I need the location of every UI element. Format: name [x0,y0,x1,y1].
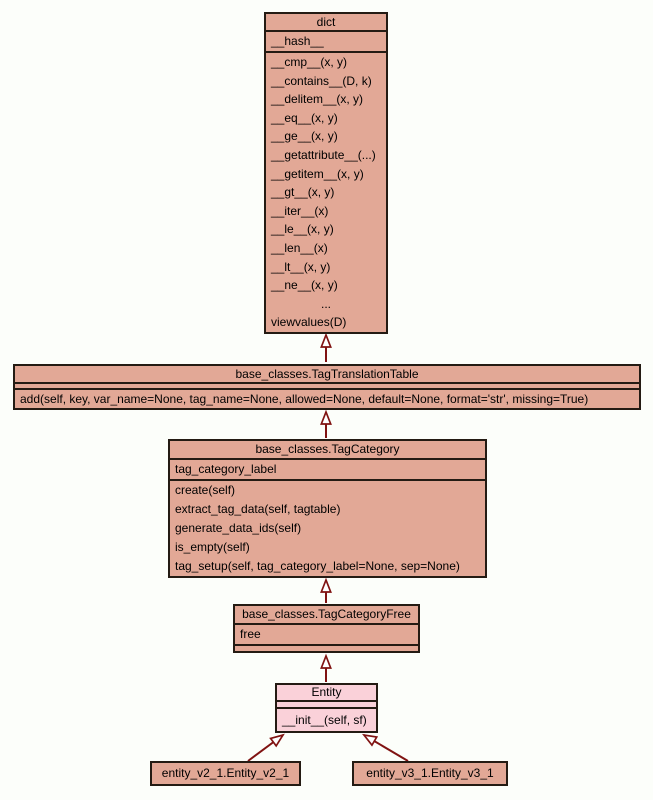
method-row: tag_setup(self, tag_category_label=None,… [175,559,460,573]
method-row: __eq__(x, y) [271,110,338,125]
methods-compartment: __init__(self, sf) [277,707,376,731]
attributes-compartment-empty [277,700,376,707]
class-box-tag-translation-table: base_classes.TagTranslationTable add(sel… [13,364,641,410]
method-row: __ge__(x, y) [271,129,338,144]
method-row: is_empty(self) [175,540,250,554]
methods-compartment: add(self, key, var_name=None, tag_name=N… [15,388,639,408]
attribute-row: free [240,627,261,641]
method-row: __getitem__(x, y) [271,166,364,181]
attributes-compartment: tag_category_label [170,458,485,479]
method-row: __delitem__(x, y) [271,92,364,107]
method-row: __gt__(x, y) [271,185,335,200]
methods-compartment-empty [235,644,418,651]
class-box-tag-category-free: base_classes.TagCategoryFree free [233,604,420,653]
class-title: entity_v3_1.Entity_v3_1 [366,766,494,780]
methods-compartment: create(self) extract_tag_data(self, tagt… [170,479,485,576]
class-title: base_classes.TagCategoryFree [242,607,411,621]
method-row: __ne__(x, y) [271,278,338,293]
class-title: entity_v2_1.Entity_v2_1 [161,766,290,780]
class-title: dict [316,15,336,29]
inheritance-edge-v3-to-entity [361,733,409,762]
attribute-row: tag_category_label [175,462,277,476]
ellipsis-row: ... [320,296,331,311]
attributes-compartment-empty [15,382,639,388]
class-title: base_classes.TagTranslationTable [235,367,419,381]
attribute-row: __hash__ [271,34,324,48]
method-row: __contains__(D, k) [271,73,372,88]
methods-compartment: __cmp__(x, y) __contains__(D, k) __delit… [266,51,386,332]
method-row: __init__(self, sf) [282,713,367,727]
method-row: viewvalues(D) [271,315,347,330]
method-row: __iter__(x) [271,203,329,218]
method-row: __getattribute__(...) [271,147,376,162]
class-box-entity-v3-1: entity_v3_1.Entity_v3_1 [352,761,508,786]
class-box-tag-category: base_classes.TagCategory tag_category_la… [168,439,487,578]
class-title: base_classes.TagCategory [255,442,400,456]
method-row: __le__(x, y) [271,222,334,237]
method-row: generate_data_ids(self) [175,521,302,535]
class-title: Entity [311,685,342,699]
method-row: create(self) [175,483,236,497]
method-row: add(self, key, var_name=None, tag_name=N… [20,392,589,406]
class-box-entity-v2-1: entity_v2_1.Entity_v2_1 [150,761,301,786]
class-box-entity: Entity __init__(self, sf) [275,683,378,733]
attributes-compartment: __hash__ [266,30,386,51]
attributes-compartment: free [235,623,418,644]
inheritance-edge-v2-to-entity [247,733,285,762]
method-row: __cmp__(x, y) [271,55,348,69]
method-row: __len__(x) [271,240,328,255]
method-row: extract_tag_data(self, tagtable) [175,502,341,516]
method-row: __lt__(x, y) [271,259,331,274]
class-box-dict: dict __hash__ __cmp__(x, y) __contains__… [264,12,388,334]
